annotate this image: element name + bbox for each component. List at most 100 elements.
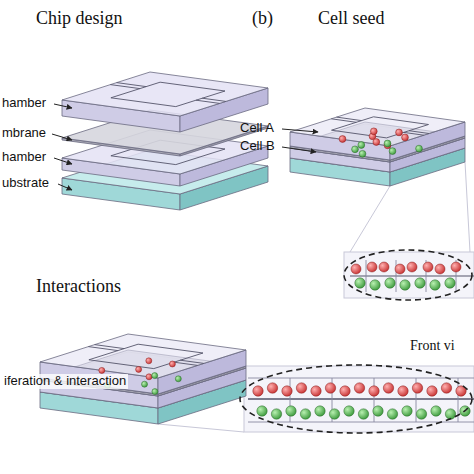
layer-top [62, 72, 268, 116]
cell-b [370, 280, 380, 290]
cell-b [300, 409, 310, 419]
top-chamber-layer [62, 72, 268, 132]
cell-b [152, 373, 158, 379]
cell-a [282, 386, 292, 396]
cell-b [152, 389, 158, 395]
view-label: Front vi [410, 338, 455, 354]
cell-b [257, 406, 267, 416]
cell-b [387, 409, 397, 419]
cell-a [146, 374, 152, 380]
cell-a [379, 262, 389, 272]
cell-a [423, 262, 433, 272]
membrane-line [248, 398, 474, 399]
chamber-outline [89, 344, 203, 368]
panel-title: Cell seed [318, 8, 384, 29]
channel [174, 362, 198, 365]
cell-b [385, 278, 395, 288]
part-label: ubstrate [2, 176, 49, 191]
leader-arrow [282, 129, 318, 132]
cell-b [358, 142, 365, 149]
cell-b [416, 409, 426, 419]
cell-a [169, 361, 175, 367]
cell-a [383, 383, 393, 393]
cell-b [175, 376, 181, 382]
cell-b [329, 409, 339, 419]
cell-a [367, 262, 377, 272]
cell-b [355, 278, 365, 288]
cell-b [384, 140, 391, 147]
cell-b [415, 278, 425, 288]
cell-a [395, 264, 405, 274]
cell-a [354, 383, 364, 393]
cell-a [339, 136, 346, 143]
cell-a [427, 386, 437, 396]
leader-arrow [282, 147, 316, 152]
zoom-guide [465, 162, 470, 252]
cell-b [373, 406, 383, 416]
cell-a [407, 262, 417, 272]
cell-a [373, 139, 380, 146]
cell-a [136, 366, 142, 372]
panel-letter: (b) [252, 8, 273, 29]
cell-a [311, 386, 321, 396]
cell-a [396, 129, 403, 136]
cell-b [445, 278, 455, 288]
leader-arrow [54, 104, 72, 108]
leader-arrow [54, 158, 72, 164]
cell-b [344, 406, 354, 416]
cell-a [146, 358, 152, 364]
cell-a [369, 386, 379, 396]
channel [196, 100, 220, 103]
chamber-wall [248, 378, 474, 379]
cell-a [370, 128, 377, 135]
cell-a [441, 383, 451, 393]
channel [409, 131, 429, 134]
cell-a [435, 264, 445, 274]
cell-a [325, 383, 335, 393]
channel [117, 83, 147, 87]
cell-b [359, 150, 366, 157]
cell-b [400, 280, 410, 290]
cell-a [402, 134, 409, 141]
zoom-ellipse [240, 365, 472, 433]
top-chamber-layer [290, 108, 465, 160]
cell-a [296, 383, 306, 393]
chamber-wall [366, 260, 367, 292]
cell-b [315, 406, 325, 416]
panel-title: Interactions [36, 276, 121, 297]
zoom-guide [350, 186, 390, 252]
cell-b [358, 409, 368, 419]
cell-b [389, 148, 396, 155]
cell-label: Cell A [240, 121, 274, 136]
zoom-ellipse [344, 250, 472, 300]
cell-b [402, 406, 412, 416]
channel [337, 117, 362, 121]
cell-a [340, 386, 350, 396]
cell-label: Cell B [240, 139, 275, 154]
part-label: mbrane [2, 126, 46, 141]
cell-a [412, 383, 422, 393]
part-label: hamber [2, 96, 46, 111]
layer-top [290, 108, 465, 146]
part-label: hamber [2, 150, 46, 165]
leader-arrow [58, 184, 72, 190]
zoom-band [344, 252, 474, 298]
layer-top [40, 334, 246, 378]
panel-title: Chip design [36, 8, 123, 29]
chamber-wall [396, 260, 397, 292]
cell-b [352, 146, 359, 153]
cell-b [431, 406, 441, 416]
cell-b [142, 381, 148, 387]
cell-b [416, 145, 423, 152]
membrane-line [350, 275, 474, 276]
cell-b [286, 406, 296, 416]
channel [202, 98, 226, 101]
cell-a [253, 386, 263, 396]
cell-a [398, 386, 408, 396]
chamber-outline [111, 82, 225, 106]
cell-a [99, 367, 105, 373]
chamber-wall [374, 378, 375, 422]
cell-b [430, 280, 440, 290]
